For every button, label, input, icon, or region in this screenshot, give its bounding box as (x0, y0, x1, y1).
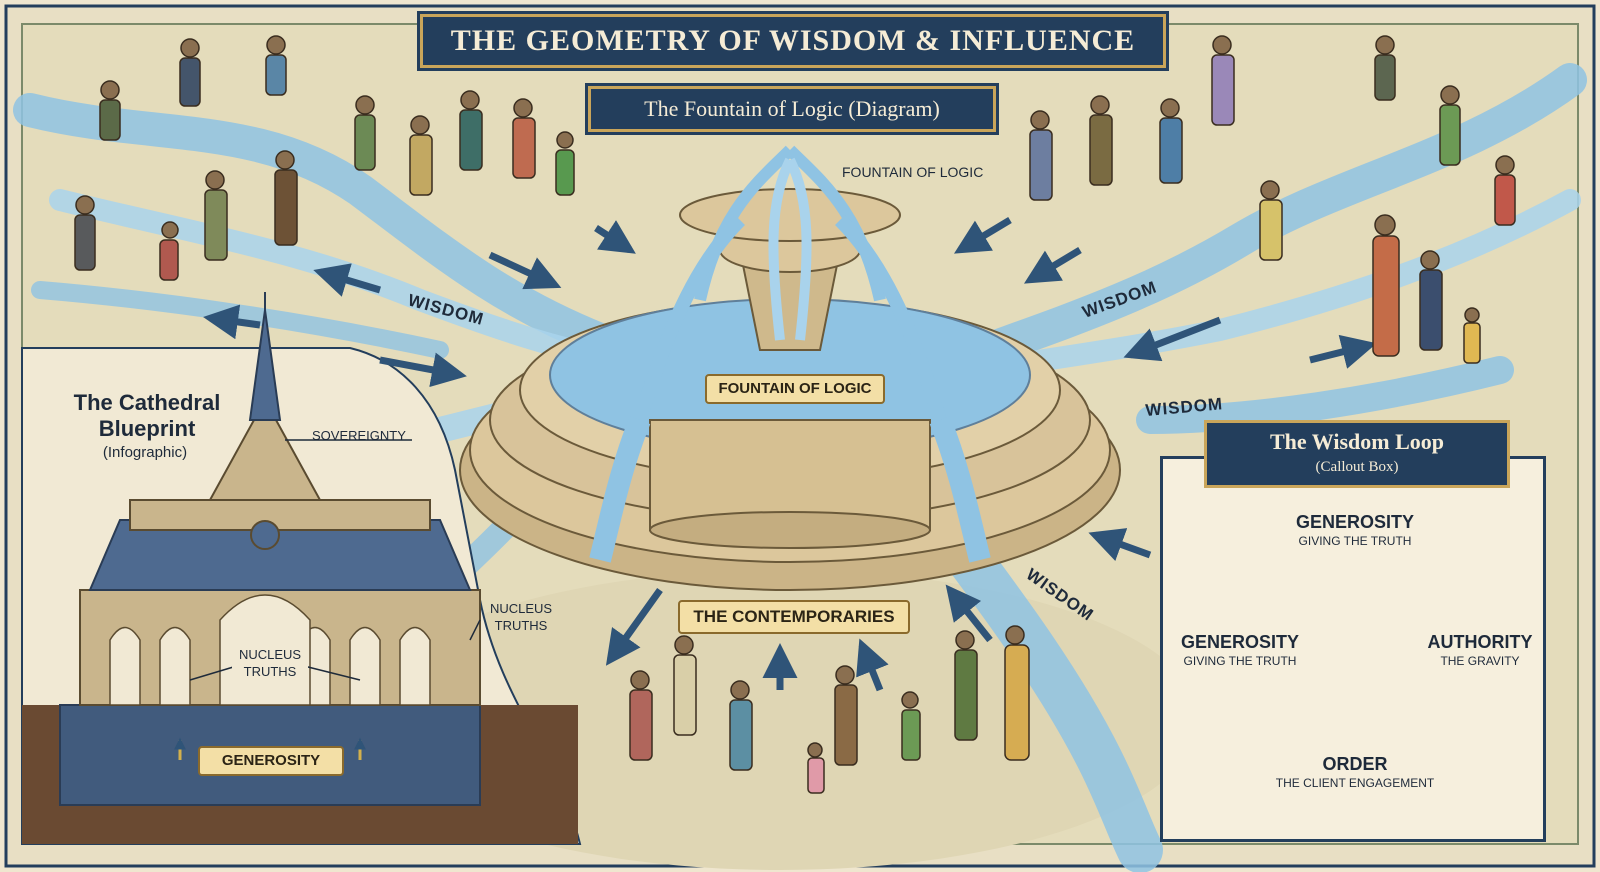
loop-node-bottom-title: ORDER (1322, 754, 1388, 774)
sovereignty-label: SOVEREIGNTY (312, 428, 406, 443)
cathedral-subtitle: (Infographic) (102, 444, 188, 461)
people-figures (74, 35, 1516, 794)
nucleus-truths-interior-label: NUCLEUS TRUTHS (232, 646, 308, 680)
generosity-foundation-label: GENEROSITY (198, 746, 344, 776)
cathedral-panel (21, 292, 582, 845)
wisdom-loop-header: The Wisdom Loop (Callout Box) (1204, 420, 1510, 488)
fountain-section-title: The Fountain of Logic (Diagram) (588, 86, 996, 132)
fountain (459, 145, 1121, 591)
wisdom-loop-box (1160, 456, 1546, 842)
cathedral-title: The Cathedral Blueprint (73, 390, 221, 441)
page-title: THE GEOMETRY OF WISDOM & INFLUENCE (420, 14, 1166, 68)
loop-node-top-sub: GIVING THE TRUTH (1298, 534, 1412, 548)
contemporaries-label: THE CONTEMPORARIES (678, 600, 910, 634)
loop-node-left-title: GENEROSITY (1180, 632, 1300, 652)
loop-node-bottom-sub: THE CLIENT ENGAGEMENT (1275, 776, 1435, 790)
loop-node-top-title: GENEROSITY (1295, 512, 1415, 532)
flow-arrows (203, 216, 1377, 692)
fountain-basin-label: FOUNTAIN OF LOGIC (705, 374, 885, 404)
loop-node-right-title: AUTHORITY (1427, 632, 1533, 652)
loop-node-right-sub: THE GRAVITY (1440, 654, 1520, 668)
nucleus-truths-wall-label: NUCLEUS TRUTHS (489, 601, 553, 633)
loop-node-left-sub: GIVING THE TRUTH (1183, 654, 1297, 668)
wisdom-loop-subtitle: (Callout Box) (1315, 459, 1399, 475)
wisdom-loop-title: The Wisdom Loop (1269, 429, 1445, 454)
fountain-callout-label: FOUNTAIN OF LOGIC (842, 164, 984, 180)
